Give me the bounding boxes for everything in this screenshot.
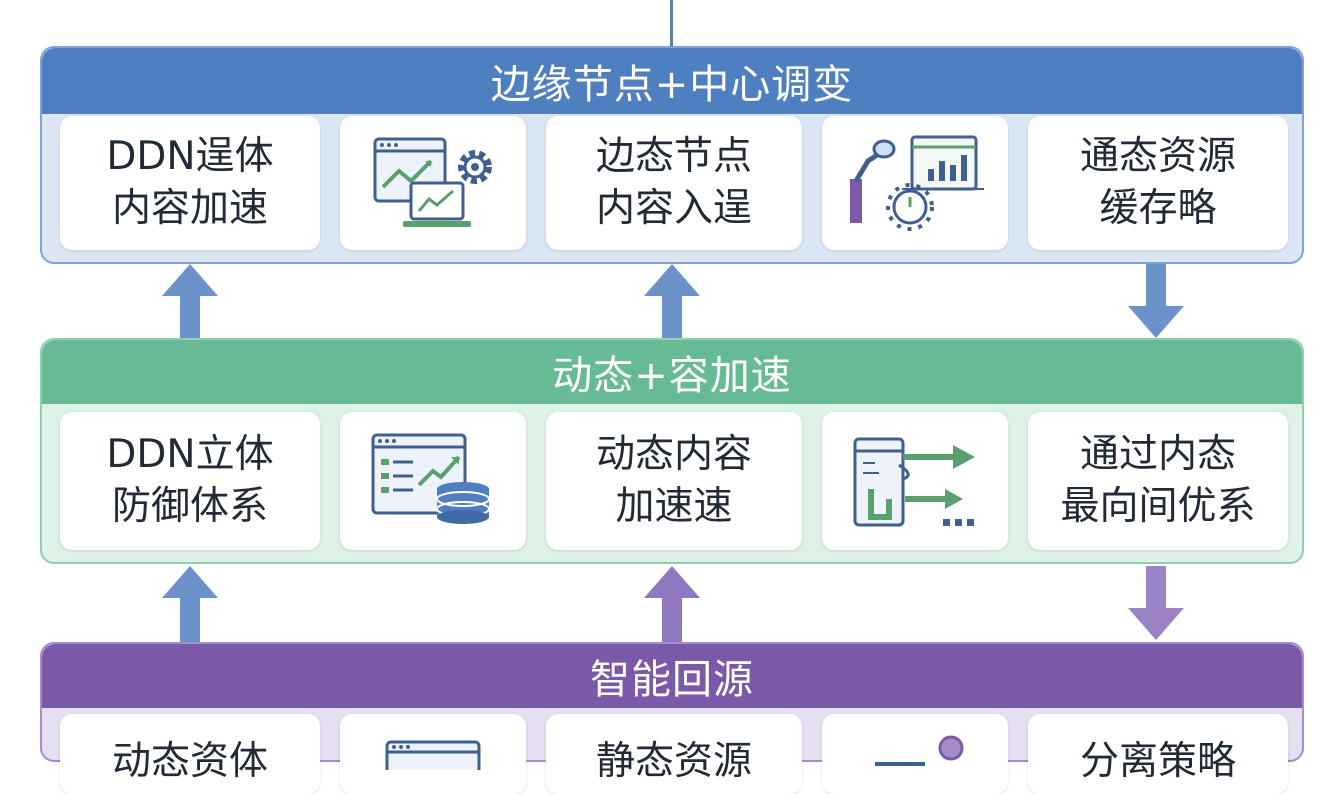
flow-arrows-icon [822,412,1008,550]
card-ddn-acceleration: DDN逞体 内容加速 [60,116,320,250]
card-text: DDN逞体 内容加速 [106,134,274,231]
tier-title-edge-center: 边缘节点+中心调变 [42,48,1302,114]
card-text: 分离策略 [1079,739,1236,784]
card-text: 动态内容 加速速 [595,432,752,529]
card-text: 通过内态 最向间优系 [1060,432,1256,529]
user-pin-icon [822,714,1008,794]
tier-title-text: 边缘节点+中心调变 [490,62,854,108]
dashboard-database-icon [340,412,526,550]
card-edge-node: 边态节点 内容入逞 [546,116,802,250]
card-static-resource: 静态资源 [546,714,802,794]
tier-title-smart-origin: 智能回源 [42,644,1302,708]
robot-dashboard-icon [822,116,1008,250]
tier-title-text: 动态+容加速 [552,353,792,399]
arrow-up-left-1 [160,264,220,338]
card-separation-strategy: 分离策略 [1028,714,1288,794]
window-icon [340,714,526,794]
card-text: 通态资源 缓存略 [1079,134,1236,231]
card-text: 动态资体 [111,739,268,784]
arrow-down-right-2 [1126,566,1186,642]
tier-title-text: 智能回源 [590,657,754,703]
chart-gear-icon [340,116,526,250]
card-text: 静态资源 [595,739,752,784]
arrow-down-right-1 [1126,264,1186,338]
card-text: DDN立体 防御体系 [106,432,274,529]
tier-edge-center: 边缘节点+中心调变 DDN逞体 内容加速 边态节点 内容入逞 [40,46,1304,264]
card-ddn-defense: DDN立体 防御体系 [60,412,320,550]
arrow-up-left-2 [160,566,220,642]
arrow-up-center-1 [642,264,702,338]
card-text: 边态节点 内容入逞 [595,134,752,231]
card-cache-strategy: 通态资源 缓存略 [1028,116,1288,250]
card-dynamic-content: 动态内容 加速速 [546,412,802,550]
card-dynamic-resource: 动态资体 [60,714,320,794]
card-optimization: 通过内态 最向间优系 [1028,412,1288,550]
top-connector-line [670,0,673,48]
tier-title-dynamic-acceleration: 动态+容加速 [42,340,1302,404]
arrow-up-center-2 [642,566,702,642]
tier-smart-origin: 智能回源 动态资体 静态资源 分离策略 [40,642,1304,794]
tier-dynamic-acceleration: 动态+容加速 DDN立体 防御体系 动态内容 加速速 [40,338,1304,564]
